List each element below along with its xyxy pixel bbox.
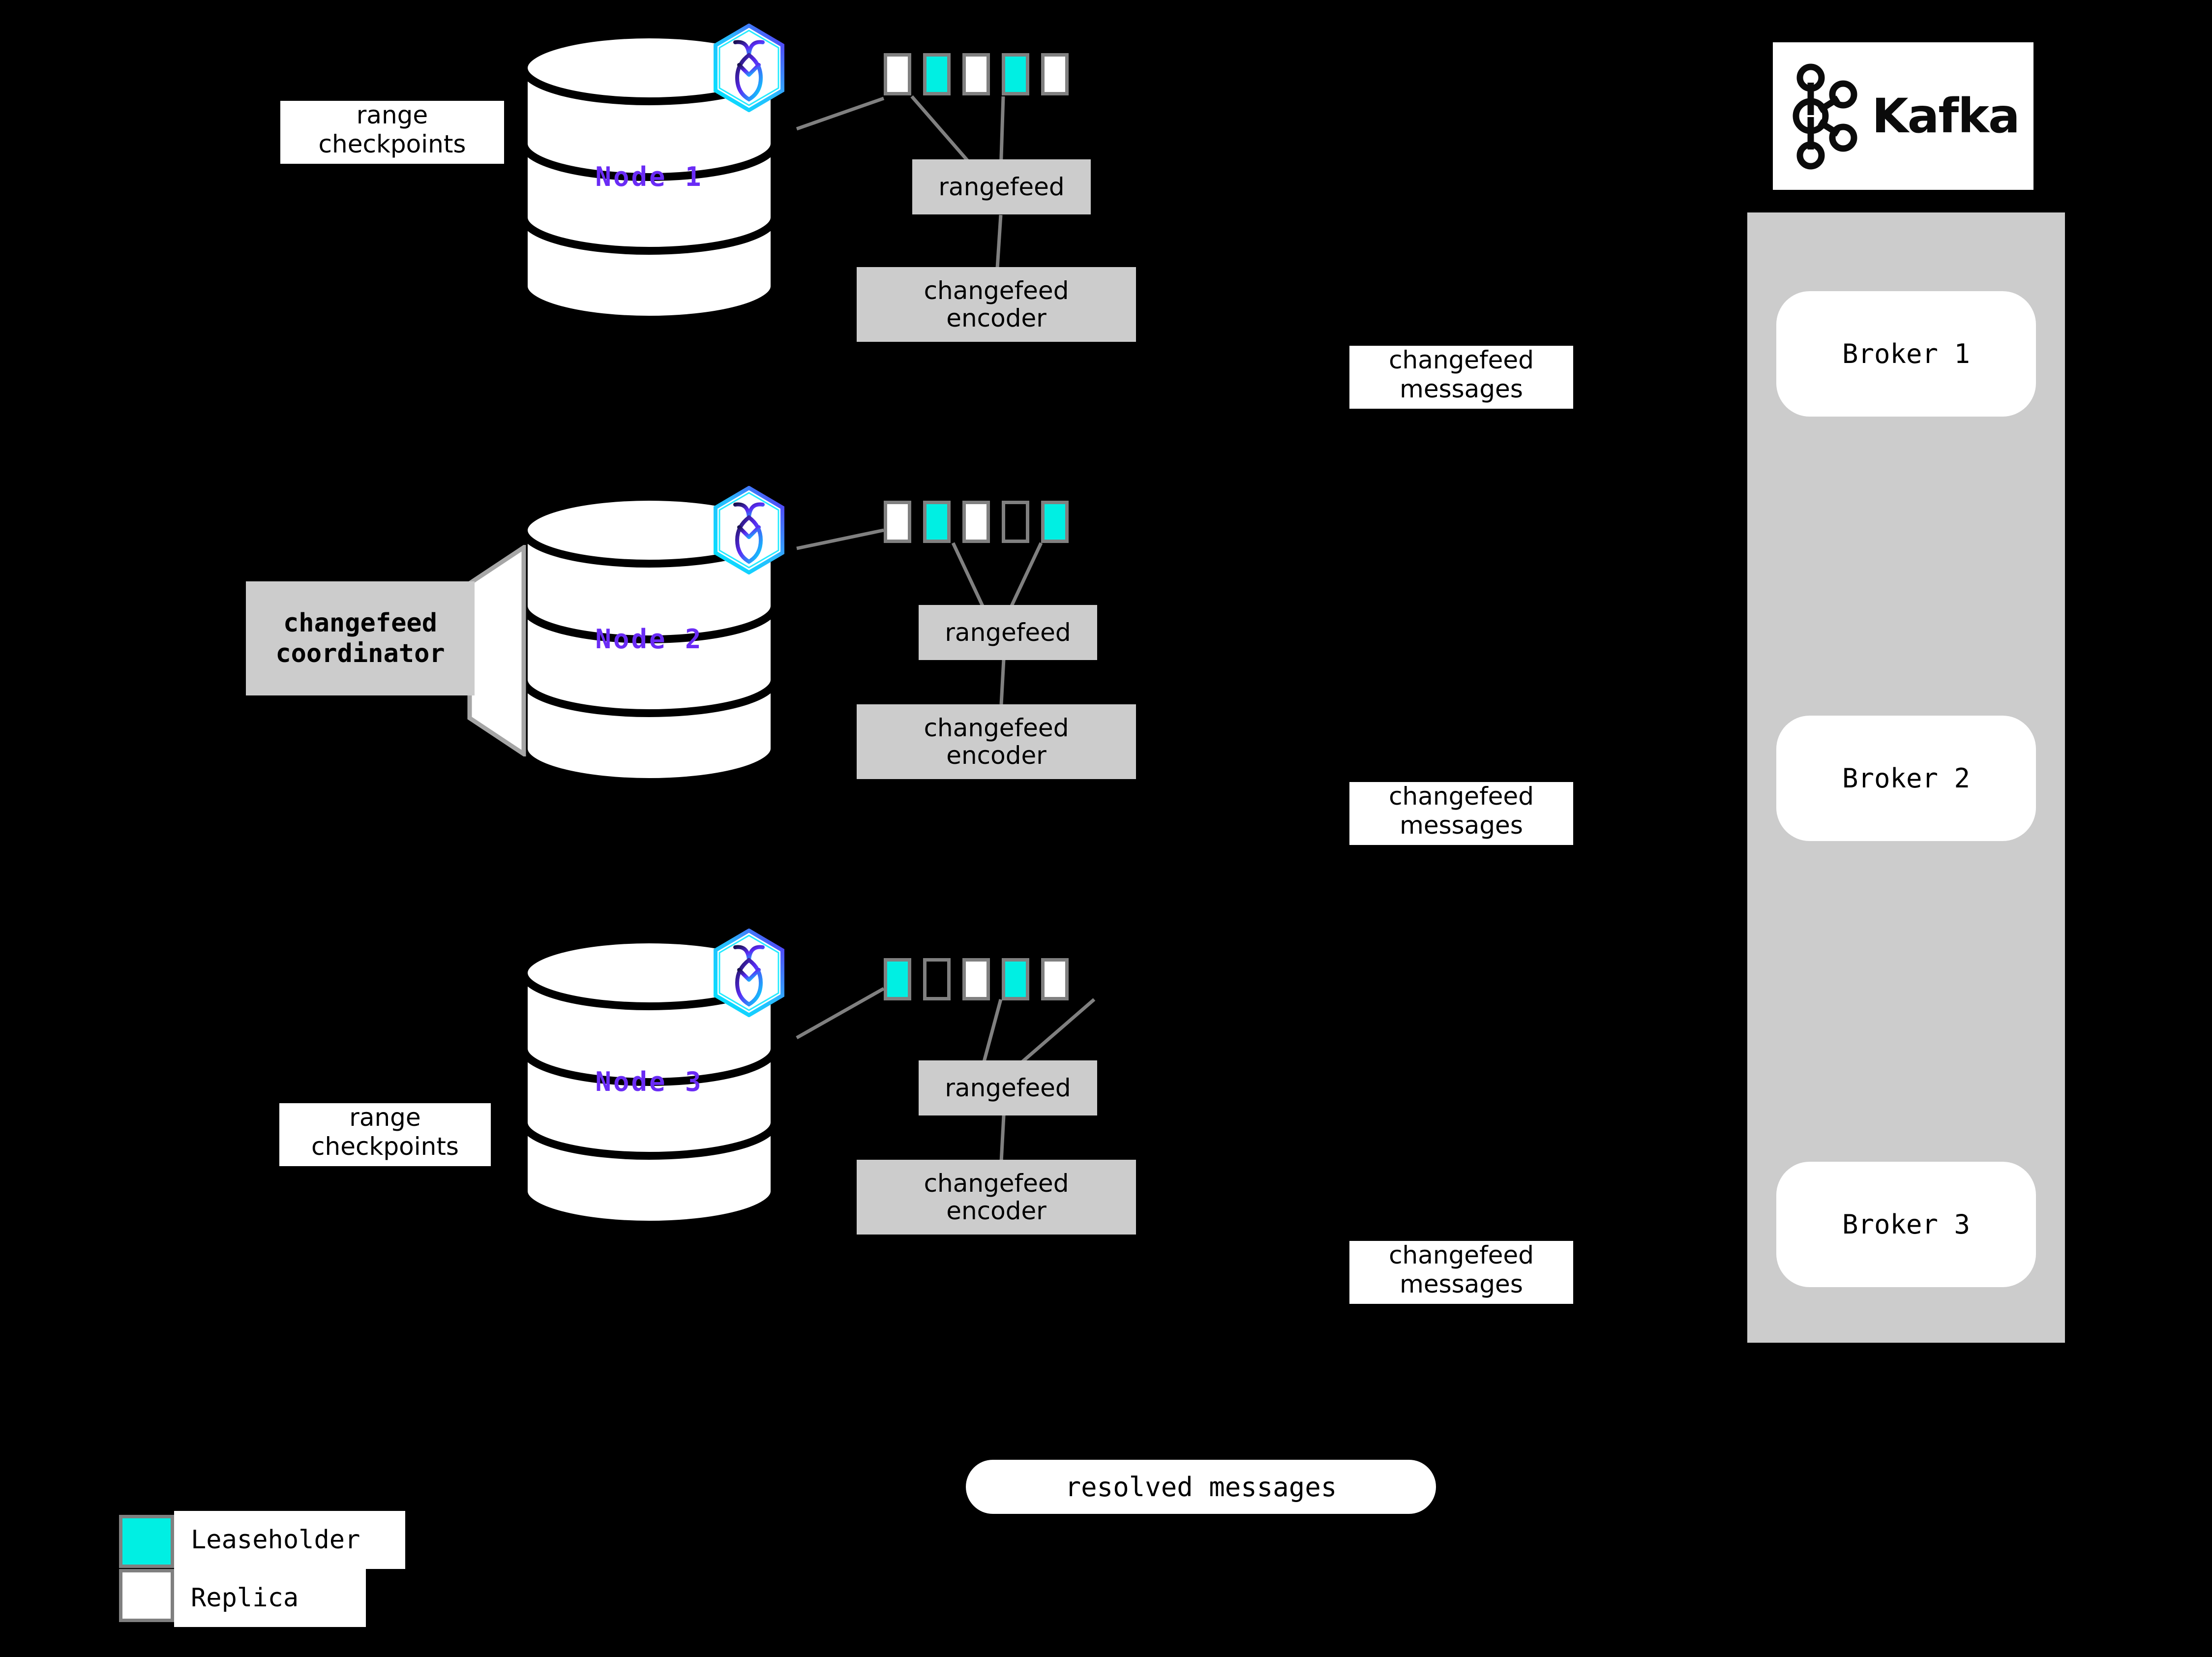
kafka-wordmark: Kafka bbox=[1872, 89, 2020, 144]
broker-box-2[interactable]: Broker 2 bbox=[1776, 716, 2036, 841]
legend-label-replica: Replica bbox=[174, 1569, 366, 1627]
range-box[interactable] bbox=[884, 958, 911, 1000]
changefeed-encoder-box-node3[interactable]: changefeed encoder bbox=[857, 1160, 1136, 1235]
rangefeed-box-node1[interactable]: rangefeed bbox=[912, 159, 1091, 214]
range-box[interactable] bbox=[923, 958, 951, 1000]
rangefeed-label: rangefeed bbox=[945, 1074, 1071, 1102]
range-box[interactable] bbox=[1041, 501, 1069, 543]
coordinator-label-line2: coordinator bbox=[275, 639, 445, 668]
checkpoint-label-line2: checkpoints bbox=[318, 130, 466, 158]
range-box[interactable] bbox=[1002, 501, 1029, 543]
node-label-node3: Node 3 bbox=[595, 1066, 703, 1097]
range-box[interactable] bbox=[1002, 53, 1029, 95]
encoder-label-line1: changefeed bbox=[924, 714, 1069, 742]
cockroachdb-hexagon-icon bbox=[710, 486, 788, 574]
range-row-node2 bbox=[884, 501, 1069, 543]
checkpoint-label-line2: checkpoints bbox=[311, 1132, 459, 1161]
range-box[interactable] bbox=[884, 53, 911, 95]
changefeed-encoder-box-node2[interactable]: changefeed encoder bbox=[857, 704, 1136, 779]
resolved-messages-pill[interactable]: resolved messages bbox=[966, 1460, 1436, 1514]
node-label-node1: Node 1 bbox=[595, 161, 703, 192]
replica-swatch bbox=[119, 1569, 174, 1622]
range-box[interactable] bbox=[923, 501, 951, 543]
messages-label-line1: changefeed bbox=[1389, 1241, 1534, 1269]
changefeed-coordinator-box[interactable]: changefeed coordinator bbox=[246, 581, 475, 695]
range-row-node1 bbox=[884, 53, 1069, 95]
kafka-logo: Kafka bbox=[1773, 42, 2033, 190]
leaseholder-swatch bbox=[119, 1515, 174, 1568]
broker-label: Broker 1 bbox=[1842, 338, 1971, 369]
messages-label-line2: messages bbox=[1400, 811, 1523, 840]
range-box[interactable] bbox=[962, 53, 990, 95]
range-box[interactable] bbox=[1041, 958, 1069, 1000]
changefeed-messages-label-1: changefeed messages bbox=[1349, 346, 1573, 409]
encoder-label-line2: encoder bbox=[946, 1197, 1046, 1225]
range-box[interactable] bbox=[962, 958, 990, 1000]
range-box[interactable] bbox=[962, 501, 990, 543]
range-row-node3 bbox=[884, 958, 1069, 1000]
encoder-label-line1: changefeed bbox=[924, 276, 1069, 305]
broker-label: Broker 2 bbox=[1842, 763, 1971, 794]
node-label-node2: Node 2 bbox=[595, 624, 703, 655]
encoder-label-line1: changefeed bbox=[924, 1169, 1069, 1198]
changefeed-messages-label-3: changefeed messages bbox=[1349, 1241, 1573, 1304]
range-box[interactable] bbox=[923, 53, 951, 95]
coordinator-callout-tail bbox=[467, 545, 526, 756]
messages-label-line1: changefeed bbox=[1389, 346, 1534, 374]
rangefeed-box-node3[interactable]: rangefeed bbox=[919, 1060, 1097, 1115]
range-checkpoints-label-node3: range checkpoints bbox=[279, 1103, 491, 1166]
broker-box-3[interactable]: Broker 3 bbox=[1776, 1162, 2036, 1287]
encoder-label-line2: encoder bbox=[946, 741, 1046, 770]
changefeed-messages-label-2: changefeed messages bbox=[1349, 782, 1573, 845]
rangefeed-box-node2[interactable]: rangefeed bbox=[919, 605, 1097, 660]
rangefeed-label: rangefeed bbox=[938, 173, 1065, 201]
legend-label-leaseholder: Leaseholder bbox=[174, 1511, 405, 1569]
range-box[interactable] bbox=[1041, 53, 1069, 95]
broker-label: Broker 3 bbox=[1842, 1209, 1971, 1240]
node-cylinder-node1: Node 1 bbox=[519, 30, 779, 325]
changefeed-encoder-box-node1[interactable]: changefeed encoder bbox=[857, 267, 1136, 342]
checkpoint-label-line1: range bbox=[349, 1103, 421, 1132]
kafka-nodes-icon bbox=[1793, 63, 1857, 170]
range-box[interactable] bbox=[1002, 958, 1029, 1000]
checkpoint-label-line1: range bbox=[356, 101, 428, 129]
range-box[interactable] bbox=[884, 501, 911, 543]
encoder-label-line2: encoder bbox=[946, 304, 1046, 332]
broker-box-1[interactable]: Broker 1 bbox=[1776, 291, 2036, 417]
range-checkpoints-label-node1: range checkpoints bbox=[280, 101, 504, 164]
legend-item-label: Leaseholder bbox=[191, 1525, 360, 1555]
resolved-messages-label: resolved messages bbox=[1065, 1471, 1337, 1503]
messages-label-line2: messages bbox=[1400, 1270, 1523, 1298]
cockroachdb-hexagon-icon bbox=[710, 929, 788, 1017]
messages-label-line2: messages bbox=[1400, 375, 1523, 403]
node-cylinder-node3: Node 3 bbox=[519, 934, 779, 1230]
legend-item-label: Replica bbox=[191, 1583, 299, 1613]
messages-label-line1: changefeed bbox=[1389, 782, 1534, 811]
coordinator-label-line1: changefeed bbox=[283, 608, 438, 638]
cockroachdb-hexagon-icon bbox=[710, 24, 788, 112]
node-cylinder-node2: Node 2 bbox=[519, 492, 779, 787]
rangefeed-label: rangefeed bbox=[945, 618, 1071, 647]
